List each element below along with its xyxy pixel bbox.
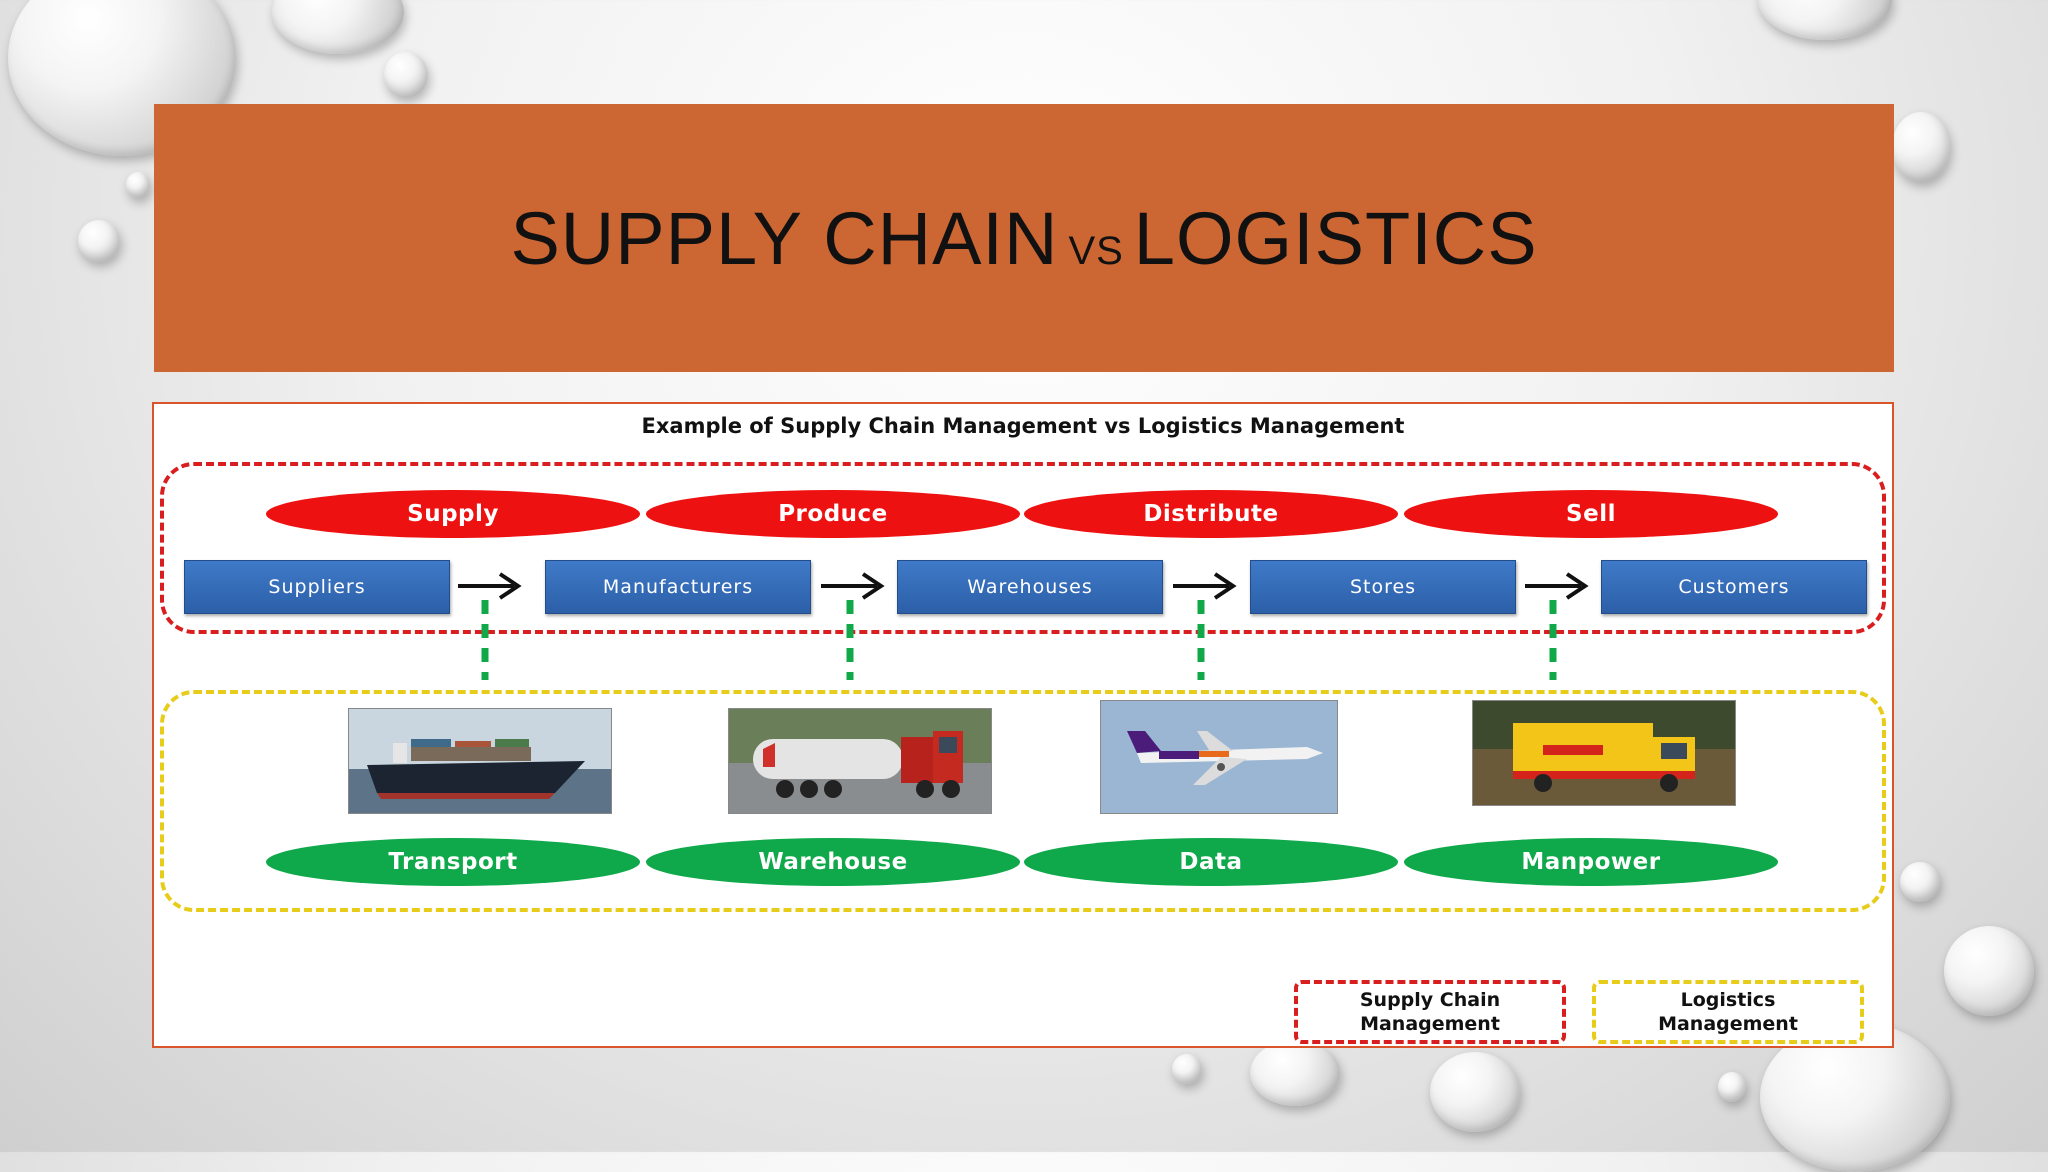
title-logistics: LOGISTICS xyxy=(1133,196,1538,280)
activity-distribute: Distribute xyxy=(1024,490,1398,538)
node-warehouses: Warehouses xyxy=(897,560,1163,614)
connector-line xyxy=(1549,600,1557,680)
water-drop xyxy=(126,172,150,198)
activity-sell: Sell xyxy=(1404,490,1778,538)
node-stores: Stores xyxy=(1250,560,1516,614)
arrow-right-icon xyxy=(1173,572,1237,600)
function-data: Data xyxy=(1024,838,1398,886)
supply-chain-group xyxy=(160,462,1886,634)
node-customers: Customers xyxy=(1601,560,1867,614)
logistics-group xyxy=(160,690,1886,912)
water-drop xyxy=(1892,112,1950,182)
dhl-van-photo xyxy=(1472,700,1736,806)
arrow-right-icon xyxy=(1525,572,1589,600)
title-supply-chain: SUPPLY CHAIN xyxy=(510,196,1059,280)
function-transport: Transport xyxy=(266,838,640,886)
arrow-right-icon xyxy=(458,572,522,600)
water-drop xyxy=(1250,1040,1340,1106)
node-manufacturers: Manufacturers xyxy=(545,560,811,614)
function-warehouse: Warehouse xyxy=(646,838,1020,886)
arrow-right-icon xyxy=(821,572,885,600)
connector-line xyxy=(481,600,489,680)
water-drop xyxy=(272,0,404,54)
activity-supply: Supply xyxy=(266,490,640,538)
connector-line xyxy=(846,600,854,680)
water-drop xyxy=(1430,1052,1520,1132)
water-drop xyxy=(384,52,428,98)
function-manpower: Manpower xyxy=(1404,838,1778,886)
legend-logistics: Logistics Management xyxy=(1592,980,1864,1044)
water-drop xyxy=(1718,1072,1746,1102)
legend-supply-chain: Supply Chain Management xyxy=(1294,980,1566,1044)
water-drop xyxy=(78,220,120,262)
water-drop xyxy=(1944,926,2034,1016)
diagram-heading: Example of Supply Chain Management vs Lo… xyxy=(641,414,1405,438)
connector-line xyxy=(1197,600,1205,680)
cargo-ship-photo xyxy=(348,708,612,814)
tanker-truck-photo xyxy=(728,708,992,814)
water-drop xyxy=(1900,862,1940,902)
water-drop xyxy=(1172,1054,1202,1084)
airplane-photo xyxy=(1100,700,1338,814)
activity-produce: Produce xyxy=(646,490,1020,538)
node-suppliers: Suppliers xyxy=(184,560,450,614)
water-drop xyxy=(1758,0,1892,40)
diagram-panel: Example of Supply Chain Management vs Lo… xyxy=(152,402,1894,1048)
title-vs: VS xyxy=(1068,228,1124,273)
legend-logistics-label: Logistics Management xyxy=(1658,989,1798,1035)
legend-supply-chain-label: Supply Chain Management xyxy=(1359,989,1501,1035)
